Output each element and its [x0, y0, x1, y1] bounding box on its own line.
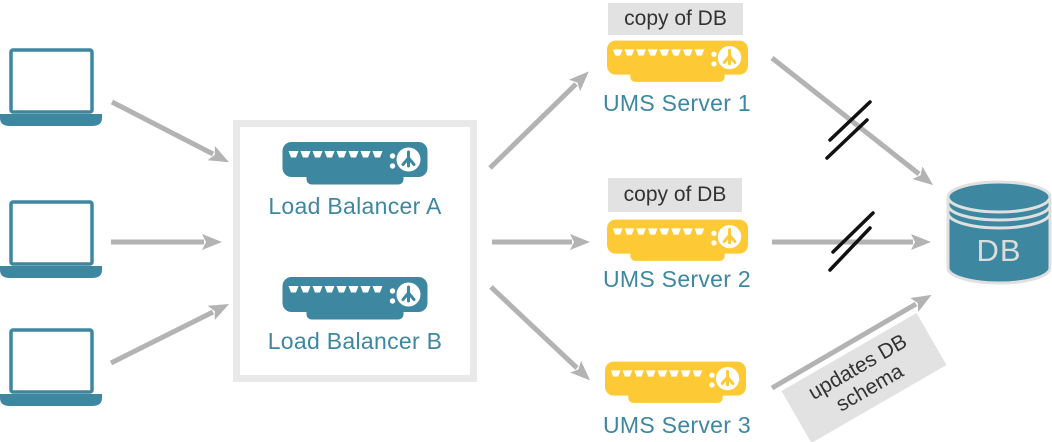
arrow-ums3-to-db — [770, 294, 932, 391]
arrow-ums1-to-db — [770, 56, 934, 186]
arrow-loadbalancers-to-ums3 — [489, 285, 591, 381]
rack-server-icon-ums2 — [607, 219, 748, 261]
ums-server-3-label: UMS Server 3 — [602, 412, 752, 438]
load-balancer-group-box — [233, 120, 477, 382]
copy-of-db-badge-ums1: copy of DB — [608, 3, 743, 35]
laptop-icon — [0, 200, 102, 278]
connection-break-icon-ums2 — [828, 211, 875, 272]
connection-break-icon-ums1 — [825, 100, 872, 160]
laptop-icon — [0, 48, 102, 126]
rack-server-icon-ums1 — [607, 40, 748, 82]
rack-server-icon-load-balancer-b — [282, 277, 428, 320]
laptop-icon — [0, 328, 102, 406]
rack-server-icon-ums3 — [605, 361, 746, 403]
ums-server-1-label: UMS Server 1 — [602, 90, 752, 116]
database-label: DB — [976, 233, 1022, 268]
load-balancer-a-label: Load Balancer A — [268, 193, 442, 219]
arrow-client3-to-loadbalancers — [109, 303, 230, 366]
database-cylinder-icon — [946, 180, 1052, 285]
arrow-loadbalancers-to-ums1 — [488, 71, 589, 170]
arrow-client1-to-loadbalancers — [110, 99, 230, 163]
ums-server-2-label: UMS Server 2 — [602, 266, 752, 292]
rack-server-icon-load-balancer-a — [282, 142, 428, 185]
load-balancer-b-label: Load Balancer B — [267, 328, 443, 354]
copy-of-db-badge-ums2: copy of DB — [608, 178, 742, 212]
